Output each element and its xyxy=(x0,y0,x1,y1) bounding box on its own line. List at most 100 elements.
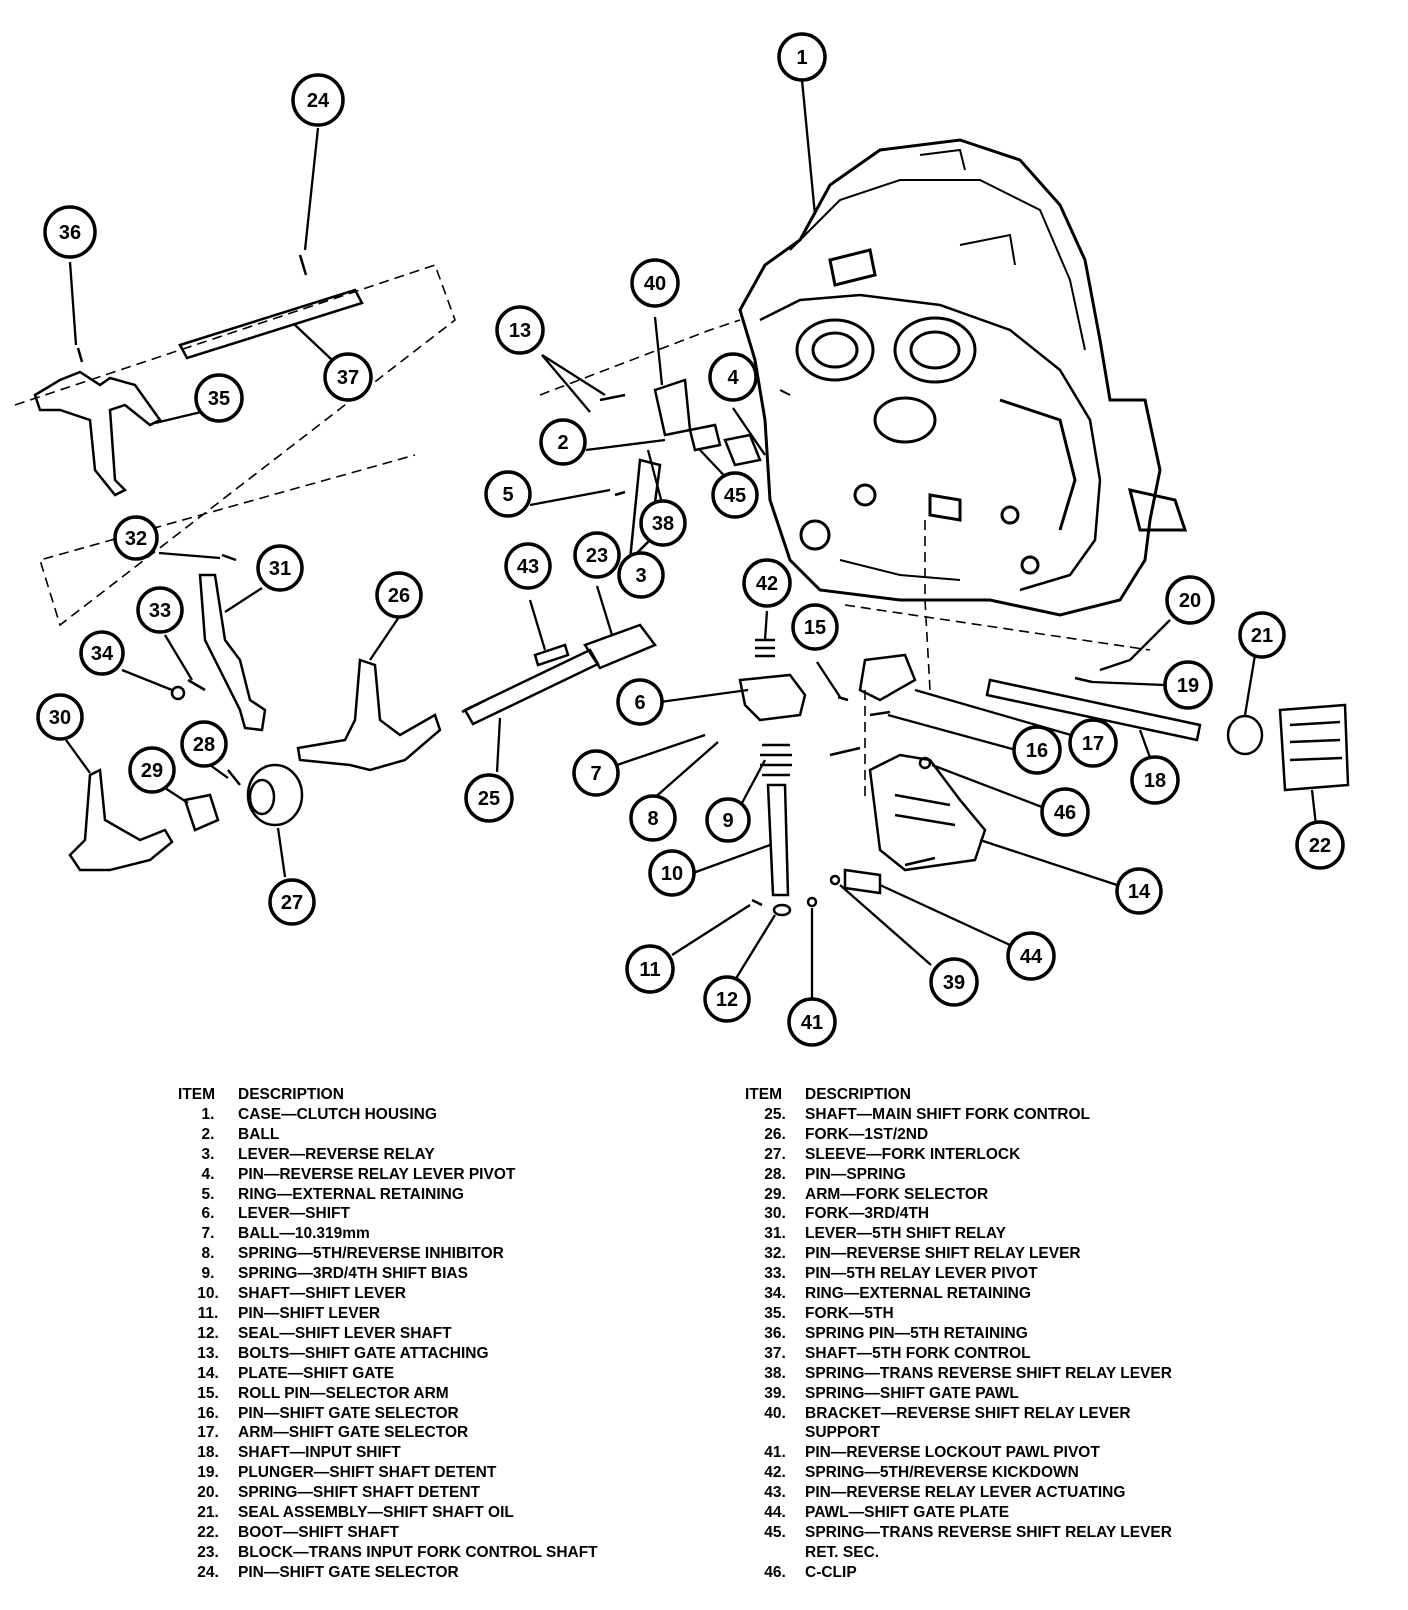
legend-item-description: RING—EXTERNAL RETAINING xyxy=(238,1185,464,1203)
legend-item-description: SPRING—5TH/REVERSE INHIBITOR xyxy=(238,1245,504,1263)
legend-item-description: C-CLIP xyxy=(805,1563,857,1581)
legend-item-number: 1. xyxy=(201,1105,215,1123)
legend-item-description: FORK—3RD/4TH xyxy=(805,1205,930,1223)
callout-number: 8 xyxy=(647,808,658,830)
legend-row: 8.SPRING—5TH/REVERSE INHIBITOR xyxy=(178,1244,598,1264)
legend-item-description: SPRING—TRANS REVERSE SHIFT RELAY LEVER xyxy=(805,1523,1172,1541)
callout-circle xyxy=(630,258,680,308)
callout-8: 8 xyxy=(629,794,677,842)
legend-row: 6.LEVER—SHIFT xyxy=(178,1204,598,1224)
callout-number: 34 xyxy=(91,643,114,665)
legend-item-number: 25. xyxy=(764,1105,786,1123)
callout-41: 41 xyxy=(787,997,837,1047)
legend-item-number: 41. xyxy=(764,1444,786,1462)
callout-circle xyxy=(787,997,837,1047)
callout-circle xyxy=(1130,755,1180,805)
legend-item-number: 42. xyxy=(764,1464,786,1482)
callout-number: 21 xyxy=(1251,625,1273,647)
callout-number: 9 xyxy=(722,810,733,832)
legend-row: 11. PIN—SHIFT LEVER xyxy=(178,1304,598,1324)
callout-circle xyxy=(617,551,665,599)
legend-item-description: SHAFT—SHIFT LEVER xyxy=(238,1285,406,1303)
legend-item-number: 39. xyxy=(764,1384,786,1402)
legend-row: 35.FORK—5TH xyxy=(745,1304,1172,1324)
callout-circle xyxy=(1238,611,1286,659)
legend-item-number: 44. xyxy=(764,1504,786,1522)
legend-row: RET. SEC. xyxy=(745,1543,1172,1563)
callout-number: 45 xyxy=(724,485,746,507)
legend-item-description: ARM—SHIFT GATE SELECTOR xyxy=(238,1424,469,1442)
callout-number: 37 xyxy=(337,367,359,389)
callout-5: 5 xyxy=(484,470,532,518)
callout-18: 18 xyxy=(1130,755,1180,805)
legend-row: SUPPORT xyxy=(745,1423,1172,1443)
callout-number: 5 xyxy=(502,484,513,506)
legend-row: 43.PIN—REVERSE RELAY LEVER ACTUATING xyxy=(745,1483,1172,1503)
legend-item-number: 20. xyxy=(197,1484,219,1502)
legend-row: 3.LEVER—REVERSE RELAY xyxy=(178,1145,598,1165)
legend-item-number: 40. xyxy=(764,1404,786,1422)
callout-circle xyxy=(777,32,827,82)
callout-25: 25 xyxy=(464,773,514,823)
callout-circle xyxy=(639,499,687,547)
callout-44: 44 xyxy=(1006,931,1056,981)
callout-40: 40 xyxy=(630,258,680,308)
callout-9: 9 xyxy=(705,797,751,843)
callout-number: 29 xyxy=(141,760,163,782)
callout-circle xyxy=(1006,931,1056,981)
legend-item-description: FORK—1ST/2ND xyxy=(805,1125,929,1143)
parts-legend-right: ITEM DESCRIPTION 25.SHAFT—MAIN SHIFT FOR… xyxy=(745,1085,1172,1583)
legend-row: 19.PLUNGER—SHIFT SHAFT DETENT xyxy=(178,1463,598,1483)
callout-12: 12 xyxy=(703,975,751,1023)
callout-number: 23 xyxy=(586,545,608,567)
legend-item-description: PIN—REVERSE RELAY LEVER ACTUATING xyxy=(805,1484,1126,1502)
legend-row: 44.PAWL—SHIFT GATE PLATE xyxy=(745,1503,1172,1523)
legend-item-description: PIN—SPRING xyxy=(805,1165,906,1183)
callout-number: 10 xyxy=(661,863,683,885)
callout-circle xyxy=(504,542,552,590)
legend-item-description: BALL—10.319mm xyxy=(238,1225,370,1243)
legend-item-description: RET. SEC. xyxy=(805,1543,880,1561)
legend-item-description: ARM—FORK SELECTOR xyxy=(805,1185,989,1203)
legend-row: 14.PLATE—SHIFT GATE xyxy=(178,1364,598,1384)
callout-circle xyxy=(572,749,620,797)
callout-45: 45 xyxy=(711,471,759,519)
legend-item-number: 11. xyxy=(197,1304,219,1322)
legend-header-description: DESCRIPTION xyxy=(238,1086,344,1103)
legend-item-number: 2. xyxy=(201,1125,215,1143)
callout-number: 26 xyxy=(388,585,410,607)
legend-row: 7.BALL—10.319mm xyxy=(178,1224,598,1244)
callout-31: 31 xyxy=(256,544,304,592)
callout-circle xyxy=(128,746,176,794)
legend-item-description: SPRING—3RD/4TH SHIFT BIAS xyxy=(238,1265,468,1283)
callout-circle xyxy=(256,544,304,592)
callout-34: 34 xyxy=(79,630,125,676)
legend-item-description: SUPPORT xyxy=(805,1424,880,1442)
callout-number: 12 xyxy=(716,989,738,1011)
callout-circle xyxy=(791,603,839,651)
legend-item-description: PIN—SHIFT GATE SELECTOR xyxy=(238,1563,459,1581)
callout-circle xyxy=(113,515,159,561)
legend-item-description: LEVER—REVERSE RELAY xyxy=(238,1145,435,1163)
legend-item-number: 34. xyxy=(764,1285,786,1303)
callout-number: 24 xyxy=(307,90,330,112)
callout-number: 22 xyxy=(1309,835,1331,857)
callout-circle xyxy=(1040,787,1090,837)
legend-item-number: 18. xyxy=(197,1444,219,1462)
assembly-dashed-lines xyxy=(14,263,1151,800)
legend-row: 23.BLOCK—TRANS INPUT FORK CONTROL SHAFT xyxy=(178,1543,597,1563)
callout-circle xyxy=(180,720,228,768)
callout-circle xyxy=(539,418,587,466)
callout-circle xyxy=(268,878,316,926)
legend-item-number: 13. xyxy=(197,1344,219,1362)
callout-26: 26 xyxy=(375,571,423,619)
legend-item-number: 9. xyxy=(201,1265,215,1283)
callout-19: 19 xyxy=(1163,660,1213,710)
legend-item-number: 37. xyxy=(764,1344,786,1362)
callout-circle xyxy=(375,571,423,619)
callout-43: 43 xyxy=(504,542,552,590)
callout-number: 16 xyxy=(1026,740,1048,762)
legend-item-description: RING—EXTERNAL RETAINING xyxy=(805,1285,1031,1303)
legend-item-description: PIN—SHIFT LEVER xyxy=(238,1304,381,1322)
callout-20: 20 xyxy=(1165,575,1215,625)
